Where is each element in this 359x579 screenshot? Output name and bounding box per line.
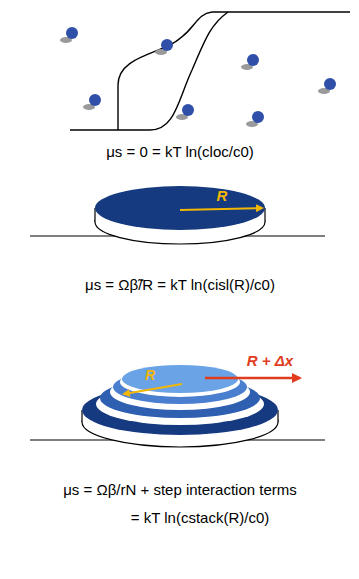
equation: μs = 0 = kT ln(cloc/c0) xyxy=(106,143,254,160)
island xyxy=(30,186,325,244)
equation: μs = Ωβ/rN + step interaction terms xyxy=(63,481,297,498)
equation: = kT ln(cstack(R)/c0) xyxy=(131,509,270,526)
adatoms xyxy=(60,27,336,127)
island-stack xyxy=(30,365,325,447)
radius-label: R xyxy=(217,187,228,204)
radius-change-label: R + Δx xyxy=(247,352,293,369)
step-edge xyxy=(70,12,350,130)
radius-label: R xyxy=(145,367,155,383)
equation: μs = Ωβ̃/R = kT ln(cisl(R)/c0) xyxy=(85,276,275,293)
